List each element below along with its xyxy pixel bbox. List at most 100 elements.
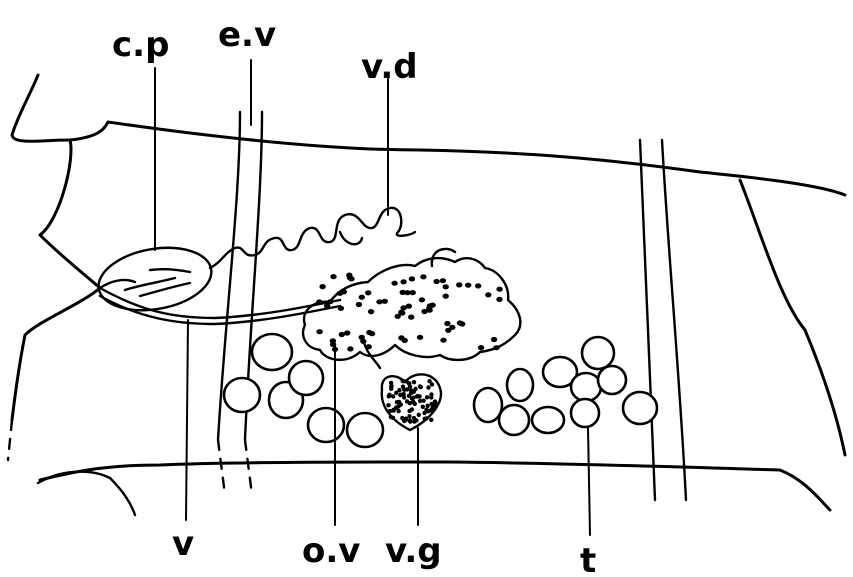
vitelline-granule: [408, 419, 413, 424]
ovary-cell: [442, 293, 449, 299]
ovary-cell: [496, 296, 503, 302]
ovary-cell: [409, 290, 416, 296]
ovary-cell: [465, 282, 472, 288]
ovary-cell: [381, 298, 388, 304]
vitelline-granule: [407, 414, 412, 419]
ovary-cell: [365, 344, 372, 350]
vitelline-granule: [387, 392, 392, 397]
label-t: t: [580, 541, 596, 577]
label-v: v: [172, 524, 194, 564]
ovary-cell: [398, 309, 405, 315]
vitelline-granule: [407, 384, 413, 389]
cirrus-pouch: [97, 246, 213, 312]
testis: [287, 359, 325, 397]
vitelline-granule: [418, 384, 423, 390]
ovary-cell: [355, 301, 363, 308]
ovary-cell: [418, 297, 426, 303]
ovary-cell: [391, 280, 398, 286]
testis: [530, 405, 566, 435]
body-outline: [6, 73, 847, 517]
ovary-cell: [408, 314, 415, 320]
vitelline-granule: [417, 398, 423, 404]
testis: [580, 335, 616, 371]
ovary-cell: [365, 290, 372, 296]
ovary-cell: [475, 283, 482, 289]
ovary-cell: [493, 345, 500, 351]
ovary-cell: [376, 299, 383, 305]
vitelline-granule: [429, 417, 434, 422]
ovary-cell: [401, 337, 408, 343]
vertical-vessels: [216, 110, 688, 502]
vitelline-granule: [427, 379, 432, 384]
ovary-cell: [400, 279, 407, 285]
vagina-duct: [98, 286, 342, 326]
ovary-cell: [420, 274, 427, 280]
vitelline-granule: [407, 401, 412, 406]
testis: [621, 390, 659, 426]
vitelline-gland: [380, 373, 443, 432]
ovary-cell: [456, 282, 463, 288]
vitelline-granule: [411, 399, 416, 405]
ovary-cell: [442, 284, 449, 290]
ovary-cell: [440, 337, 447, 343]
vitelline-granule: [397, 388, 402, 393]
vitelline-granule: [429, 392, 434, 397]
testis: [497, 403, 531, 437]
ovary-cell: [449, 324, 456, 330]
ovary-cell: [316, 329, 323, 335]
ovary-cell: [330, 274, 337, 280]
ovary-cell: [408, 276, 416, 282]
testis: [345, 411, 385, 449]
ovary-cell: [323, 303, 331, 309]
ovary-cell: [426, 307, 433, 313]
vitelline-granule: [391, 407, 396, 412]
testis: [569, 371, 603, 403]
testis: [505, 367, 535, 403]
testis: [222, 376, 262, 414]
testis: [472, 386, 504, 424]
label-ov: o.v: [302, 531, 360, 571]
ovary-cell: [404, 290, 411, 296]
vitelline-granule: [425, 403, 430, 408]
ovary-cell: [394, 313, 401, 319]
ovary-cell: [421, 308, 428, 315]
ovary-cell: [347, 346, 354, 352]
ovary-cell: [338, 331, 345, 338]
ovary-cell: [399, 289, 406, 295]
vitelline-granule: [387, 408, 393, 414]
ovary-cell: [490, 336, 498, 343]
ovary-cell: [337, 305, 345, 311]
vitelline-granule: [422, 410, 427, 416]
vitelline-granule: [414, 418, 419, 423]
vitelline-granule: [389, 383, 394, 389]
vitelline-granule: [415, 393, 420, 399]
ovary-cell: [456, 320, 464, 326]
vitelline-granule: [390, 415, 396, 420]
ovary-cell: [319, 284, 326, 290]
vitelline-granule: [411, 380, 417, 385]
vitelline-granule: [424, 395, 430, 400]
label-vd: v.d: [361, 47, 418, 87]
vitelline-granule: [416, 412, 421, 417]
ovary-cell: [439, 278, 447, 284]
vitelline-granule: [409, 407, 415, 412]
ovary-cell: [316, 299, 323, 305]
ovary-cell: [400, 305, 407, 311]
ovary-cell: [416, 334, 424, 340]
vitelline-granule: [426, 409, 431, 414]
ovary-cell: [433, 278, 440, 285]
vitelline-granule: [432, 399, 438, 404]
vitelline-granule: [401, 391, 406, 397]
ovary-cell: [444, 320, 451, 327]
vitelline-granule: [432, 403, 438, 408]
vitelline-granule: [413, 386, 418, 392]
testis: [569, 397, 601, 429]
ovary-cell: [346, 272, 353, 278]
testis: [596, 364, 628, 396]
vitelline-granule: [408, 390, 414, 396]
label-ev: e.v: [218, 15, 276, 55]
ovary-cell: [485, 292, 492, 298]
testis: [541, 355, 579, 389]
vitelline-granule: [396, 399, 402, 405]
